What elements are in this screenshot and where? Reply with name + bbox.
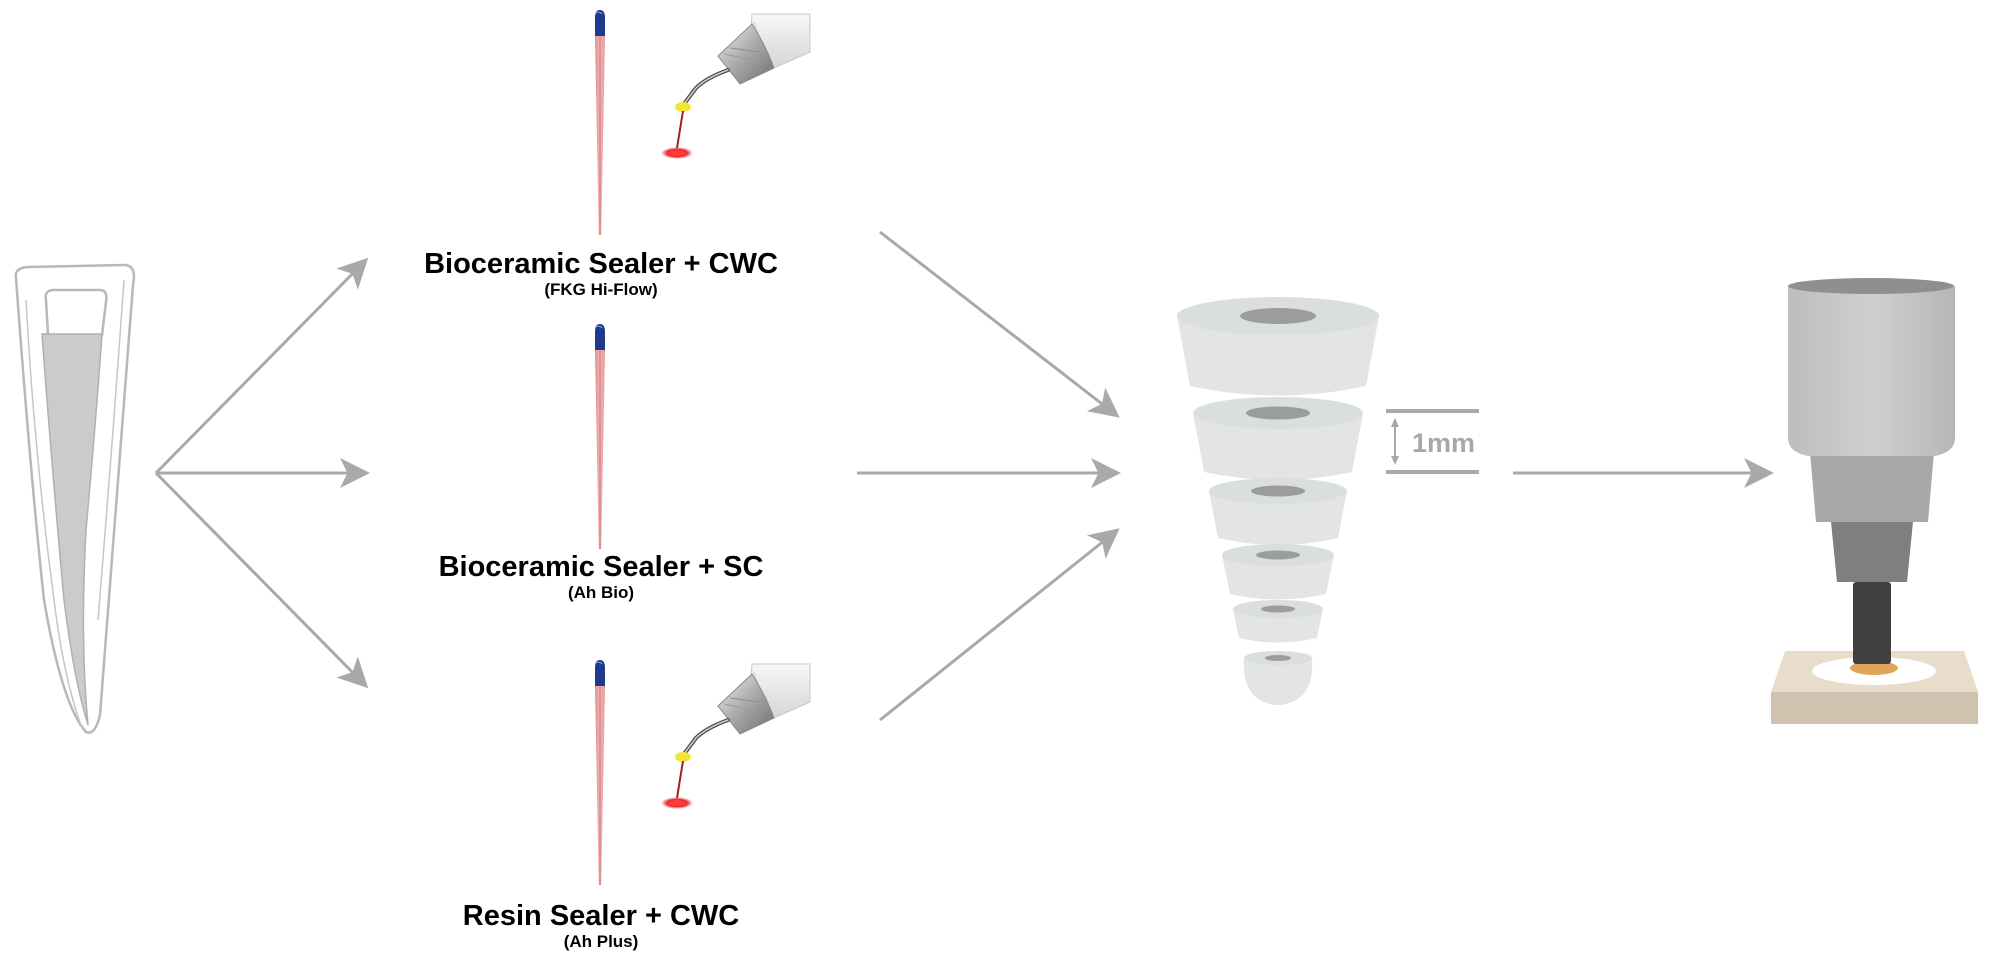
converge-arrows bbox=[857, 230, 1121, 722]
push-out-testing-machine-icon bbox=[1771, 278, 1978, 724]
group-1-subtitle: (FKG Hi-Flow) bbox=[544, 280, 658, 299]
thickness-label: 1mm bbox=[1412, 428, 1475, 458]
group-3-title: Resin Sealer + CWC bbox=[462, 900, 740, 932]
root-slices-icon bbox=[1177, 297, 1379, 705]
group-3-label: Resin Sealer + CWC (Ah Plus) bbox=[301, 900, 901, 952]
arrow-to-group-1 bbox=[154, 257, 369, 475]
group-3-instruments bbox=[594, 659, 812, 886]
arrow-to-group-3 bbox=[154, 471, 369, 689]
group-3-subtitle: (Ah Plus) bbox=[563, 932, 639, 951]
group-1-title: Bioceramic Sealer + CWC bbox=[424, 248, 778, 280]
arrow-from-group-3 bbox=[879, 528, 1120, 722]
arrow-from-group-1 bbox=[879, 230, 1120, 418]
group-2-instruments bbox=[594, 323, 606, 550]
group-2-label: Bioceramic Sealer + SC (Ah Bio) bbox=[301, 551, 901, 603]
tooth-section-icon bbox=[14, 263, 136, 734]
group-1-instruments bbox=[594, 9, 812, 236]
slice-thickness-indicator: 1mm bbox=[1386, 409, 1479, 474]
group-2-title: Bioceramic Sealer + SC bbox=[438, 551, 764, 583]
branch-arrows bbox=[154, 257, 370, 689]
group-2-subtitle: (Ah Bio) bbox=[567, 583, 635, 602]
group-1-label: Bioceramic Sealer + CWC (FKG Hi-Flow) bbox=[301, 248, 901, 300]
